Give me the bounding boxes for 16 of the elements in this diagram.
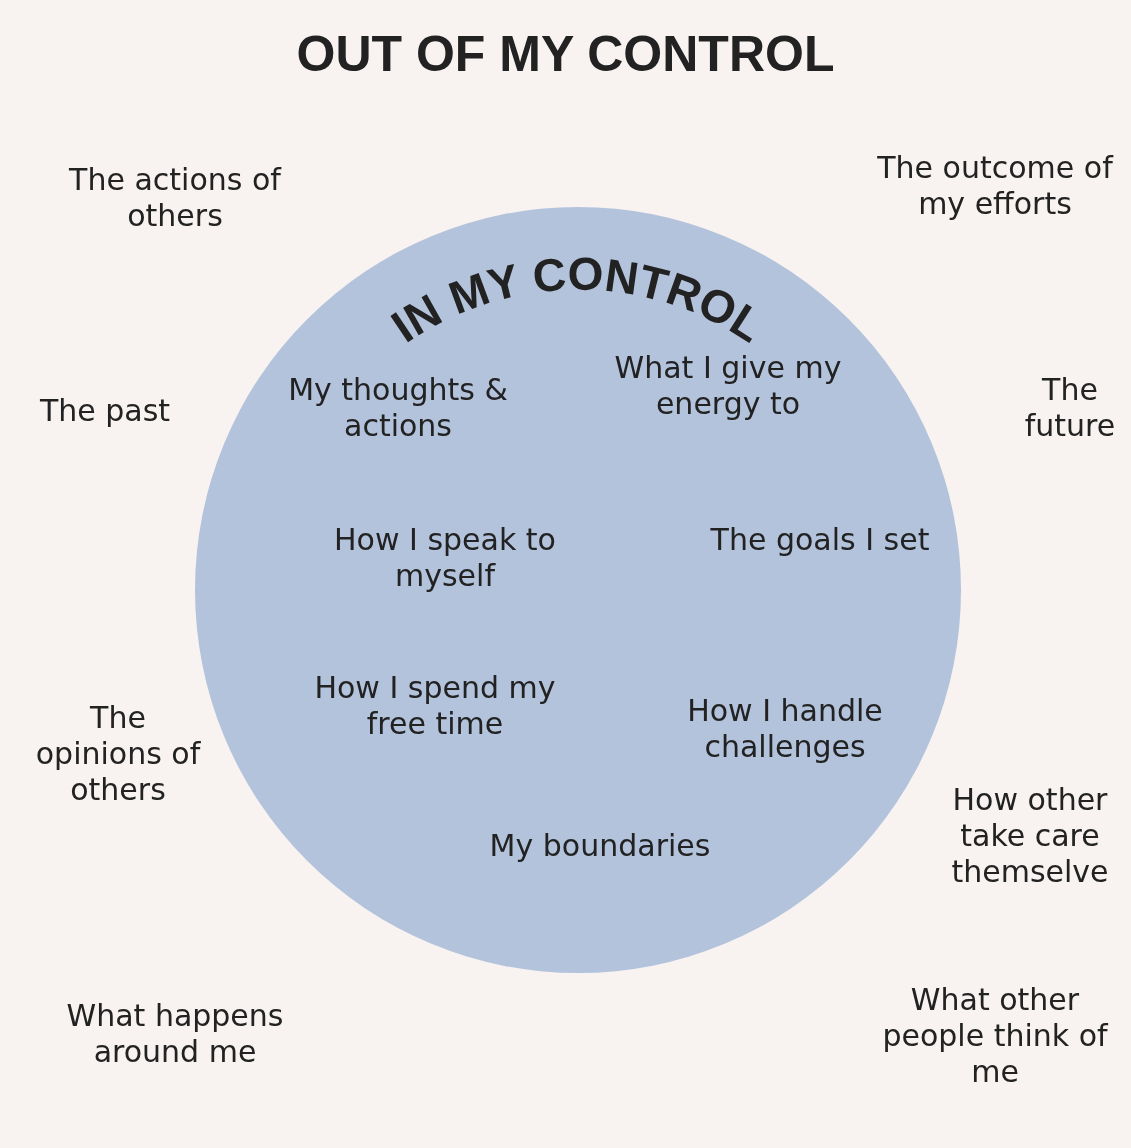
title: OUT OF MY CONTROL — [295, 25, 836, 83]
item-text: My boundaries — [488, 828, 712, 864]
item-text: My thoughts & actions — [287, 372, 509, 444]
item-text: How I speak to myself — [333, 522, 557, 594]
outside-text: What happens around me — [65, 998, 285, 1070]
outside-text: What other people think of me — [881, 982, 1109, 1090]
item-text: How I spend my free time — [313, 670, 557, 742]
item-text: The goals I set — [709, 522, 931, 558]
item-text: How I handle challenges — [686, 693, 884, 765]
item-text: What I give my energy to — [613, 350, 843, 422]
outside-text: The opinions of others — [34, 700, 202, 808]
outside-text: The outcome of my efforts — [876, 150, 1115, 222]
outside-text: The actions of others — [68, 162, 283, 234]
outside-text: The future — [1023, 372, 1117, 444]
outside-text: The past — [38, 393, 172, 429]
outside-text: How other take care themselve — [950, 782, 1110, 890]
